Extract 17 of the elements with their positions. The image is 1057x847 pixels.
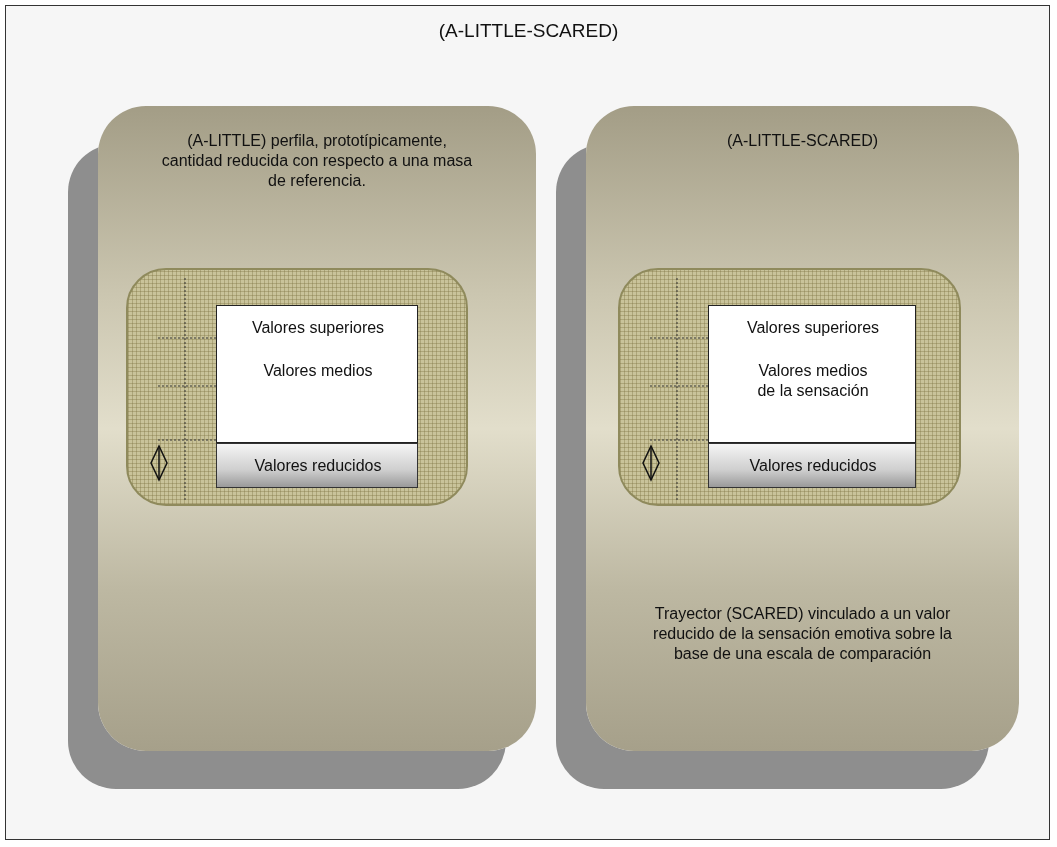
panel-text: (A-LITTLE) perfila, prototípicamente, cantidad reducida con respecto a una masa de referencia. (160, 131, 474, 191)
value-box (708, 305, 916, 443)
bar-label: Valores reducidos (748, 456, 878, 476)
value-bar (708, 443, 916, 488)
value-label: Valores superiores (745, 318, 881, 338)
title: (A-LITTLE-SCARED) (437, 21, 620, 41)
diagram-frame (5, 5, 1050, 840)
value-label: Valores superiores (250, 318, 386, 338)
value-label: Valores medios de la sensación (756, 361, 870, 401)
patterned-box (618, 268, 961, 506)
panel-text: Trayector (SCARED) vinculado a un valor reducido de la sensación emotiva sobre la base de una escala de comparación (652, 604, 953, 664)
patterned-box (126, 268, 468, 506)
bar-label: Valores reducidos (253, 456, 383, 476)
value-label: Valores medios (262, 361, 374, 381)
value-bar (216, 443, 418, 488)
value-box (216, 305, 418, 443)
panel-text: (A-LITTLE-SCARED) (725, 131, 880, 151)
